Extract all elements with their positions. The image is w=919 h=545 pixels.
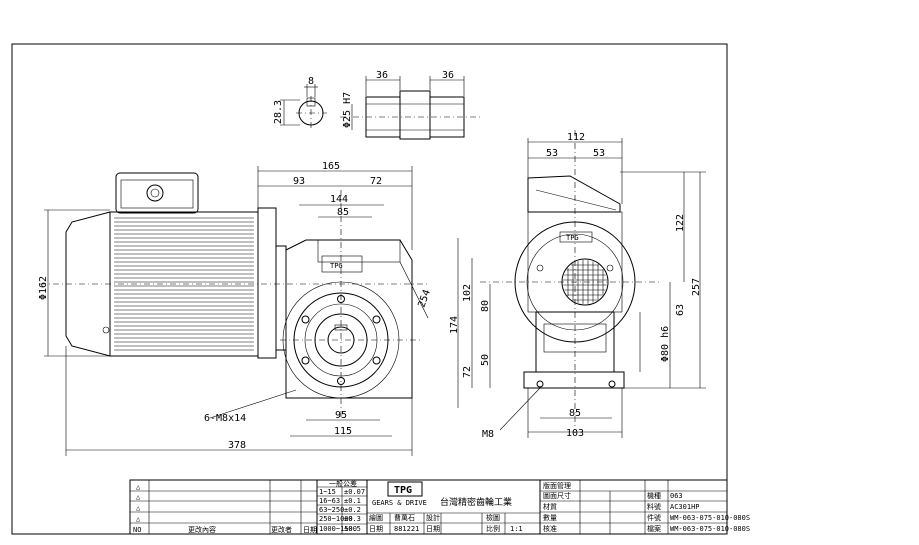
label-approve: 核准 [543, 524, 557, 533]
dim-28-3: 28.3 [273, 100, 284, 124]
rev-col-content: 更改內容 [188, 525, 216, 534]
bolt-hole [372, 315, 381, 324]
dim-257: 257 [691, 278, 702, 296]
rev-mark-4: △ [136, 515, 141, 523]
label-draw: 繪圖 [369, 513, 383, 522]
rev-col-by: 更改者 [271, 525, 292, 534]
label-unit: 圖面尺寸 [543, 491, 571, 500]
dim-53-right: 53 [593, 148, 605, 159]
motor-cooling-fins [114, 217, 254, 351]
label-material: 材質 [543, 502, 557, 511]
label-date-2: 日期 [426, 525, 440, 533]
tolerance-title: 一般公差 [329, 479, 357, 488]
tol-range-2: 16~63 [319, 497, 340, 505]
title-block [129, 479, 728, 535]
value-draw: 曹萬石 [394, 513, 415, 522]
tol-value-5: ±0.5 [344, 525, 361, 533]
dim-174: 174 [449, 316, 460, 334]
hatched-shaft-section [563, 260, 607, 304]
tol-range-4: 250~1000 [319, 515, 353, 523]
dim-102: 102 [462, 284, 473, 302]
dim-53-left: 53 [546, 148, 558, 159]
front-view [40, 166, 430, 456]
label-dwgno: 檔案 [647, 524, 661, 533]
nameplate-left-logo: TPG [330, 262, 343, 270]
dim-378: 378 [228, 440, 246, 451]
company-subtitle: GEARS & DRIVE [372, 499, 427, 507]
rev-col-no: NO [133, 526, 141, 534]
keyway-detail [280, 84, 327, 130]
dim-103: 103 [566, 428, 584, 439]
callout-foot-bolt: M8 [482, 429, 494, 440]
drawing-border [11, 43, 728, 535]
value-dwgno: WM-063-075-010-080S [670, 525, 750, 533]
dim-122: 122 [675, 214, 686, 232]
value-model: 063 [670, 492, 683, 500]
dim-85-front: 85 [337, 207, 349, 218]
dim-50: 50 [480, 354, 491, 366]
label-scale: 比例 [486, 524, 500, 533]
callout-bolt-holes: 6-M8x14 [204, 413, 246, 424]
tol-range-1: 1~15 [319, 488, 336, 496]
value-part: AC301HP [670, 503, 700, 511]
tol-value-1: ±0.07 [344, 488, 365, 496]
tol-value-3: ±0.2 [344, 506, 361, 514]
label-part: 料號 [647, 502, 661, 511]
nameplate [321, 255, 363, 273]
label-qty: 數量 [543, 513, 557, 522]
tol-value-2: ±0.1 [344, 497, 361, 505]
label-mgmt: 版面管理 [543, 481, 571, 490]
dim-bore-25h7: Φ25 H7 [342, 92, 353, 128]
company-logo [387, 481, 423, 497]
tol-value-4: ±0.3 [344, 515, 361, 523]
dim-72-side: 72 [462, 366, 473, 378]
dim-dia-80-h6: Φ80 h6 [660, 326, 671, 362]
rev-mark-2: △ [136, 493, 141, 501]
side-view [457, 130, 706, 438]
nameplate-right-logo: TPG [566, 234, 579, 242]
dim-112: 112 [567, 132, 585, 143]
dim-dia-162: Φ162 [38, 276, 49, 300]
tol-range-3: 63~250 [319, 506, 344, 514]
bolt-hole [301, 315, 310, 324]
dim-254: 254 [416, 288, 433, 309]
value-partno: WM-063-075-010-080S [670, 514, 750, 522]
dim-72-top: 72 [370, 176, 382, 187]
dim-36-left: 36 [376, 70, 388, 81]
shaft-detail [340, 76, 480, 140]
dim-85-side: 85 [569, 408, 581, 419]
bolt-hole [301, 356, 310, 365]
dim-95: 95 [335, 410, 347, 421]
dim-63: 63 [675, 304, 686, 316]
value-scale: 1:1 [510, 525, 523, 533]
company-name: 台灣精密齒輪工業 [440, 496, 512, 508]
label-model: 機種 [647, 491, 661, 500]
label-check: 檢圖 [486, 513, 500, 522]
dim-8: 8 [308, 76, 314, 87]
rev-mark-3: △ [136, 504, 141, 512]
label-date: 日期 [369, 525, 383, 533]
label-partno: 件號 [647, 513, 661, 522]
company-logo-text: TPG [394, 485, 412, 496]
rev-col-date: 日期 [303, 526, 317, 534]
value-date: 881221 [394, 525, 419, 533]
rev-mark-1: △ [136, 483, 141, 491]
dim-93: 93 [293, 176, 305, 187]
dim-115: 115 [334, 426, 352, 437]
bolt-hole [372, 356, 381, 365]
dim-36-right: 36 [442, 70, 454, 81]
dim-144: 144 [330, 194, 348, 205]
dim-80: 80 [480, 300, 491, 312]
label-design: 設計 [426, 513, 440, 522]
dim-165: 165 [322, 161, 340, 172]
tol-range-5: 1000~1500 [319, 525, 357, 533]
bolt-circle-holes [301, 295, 381, 385]
